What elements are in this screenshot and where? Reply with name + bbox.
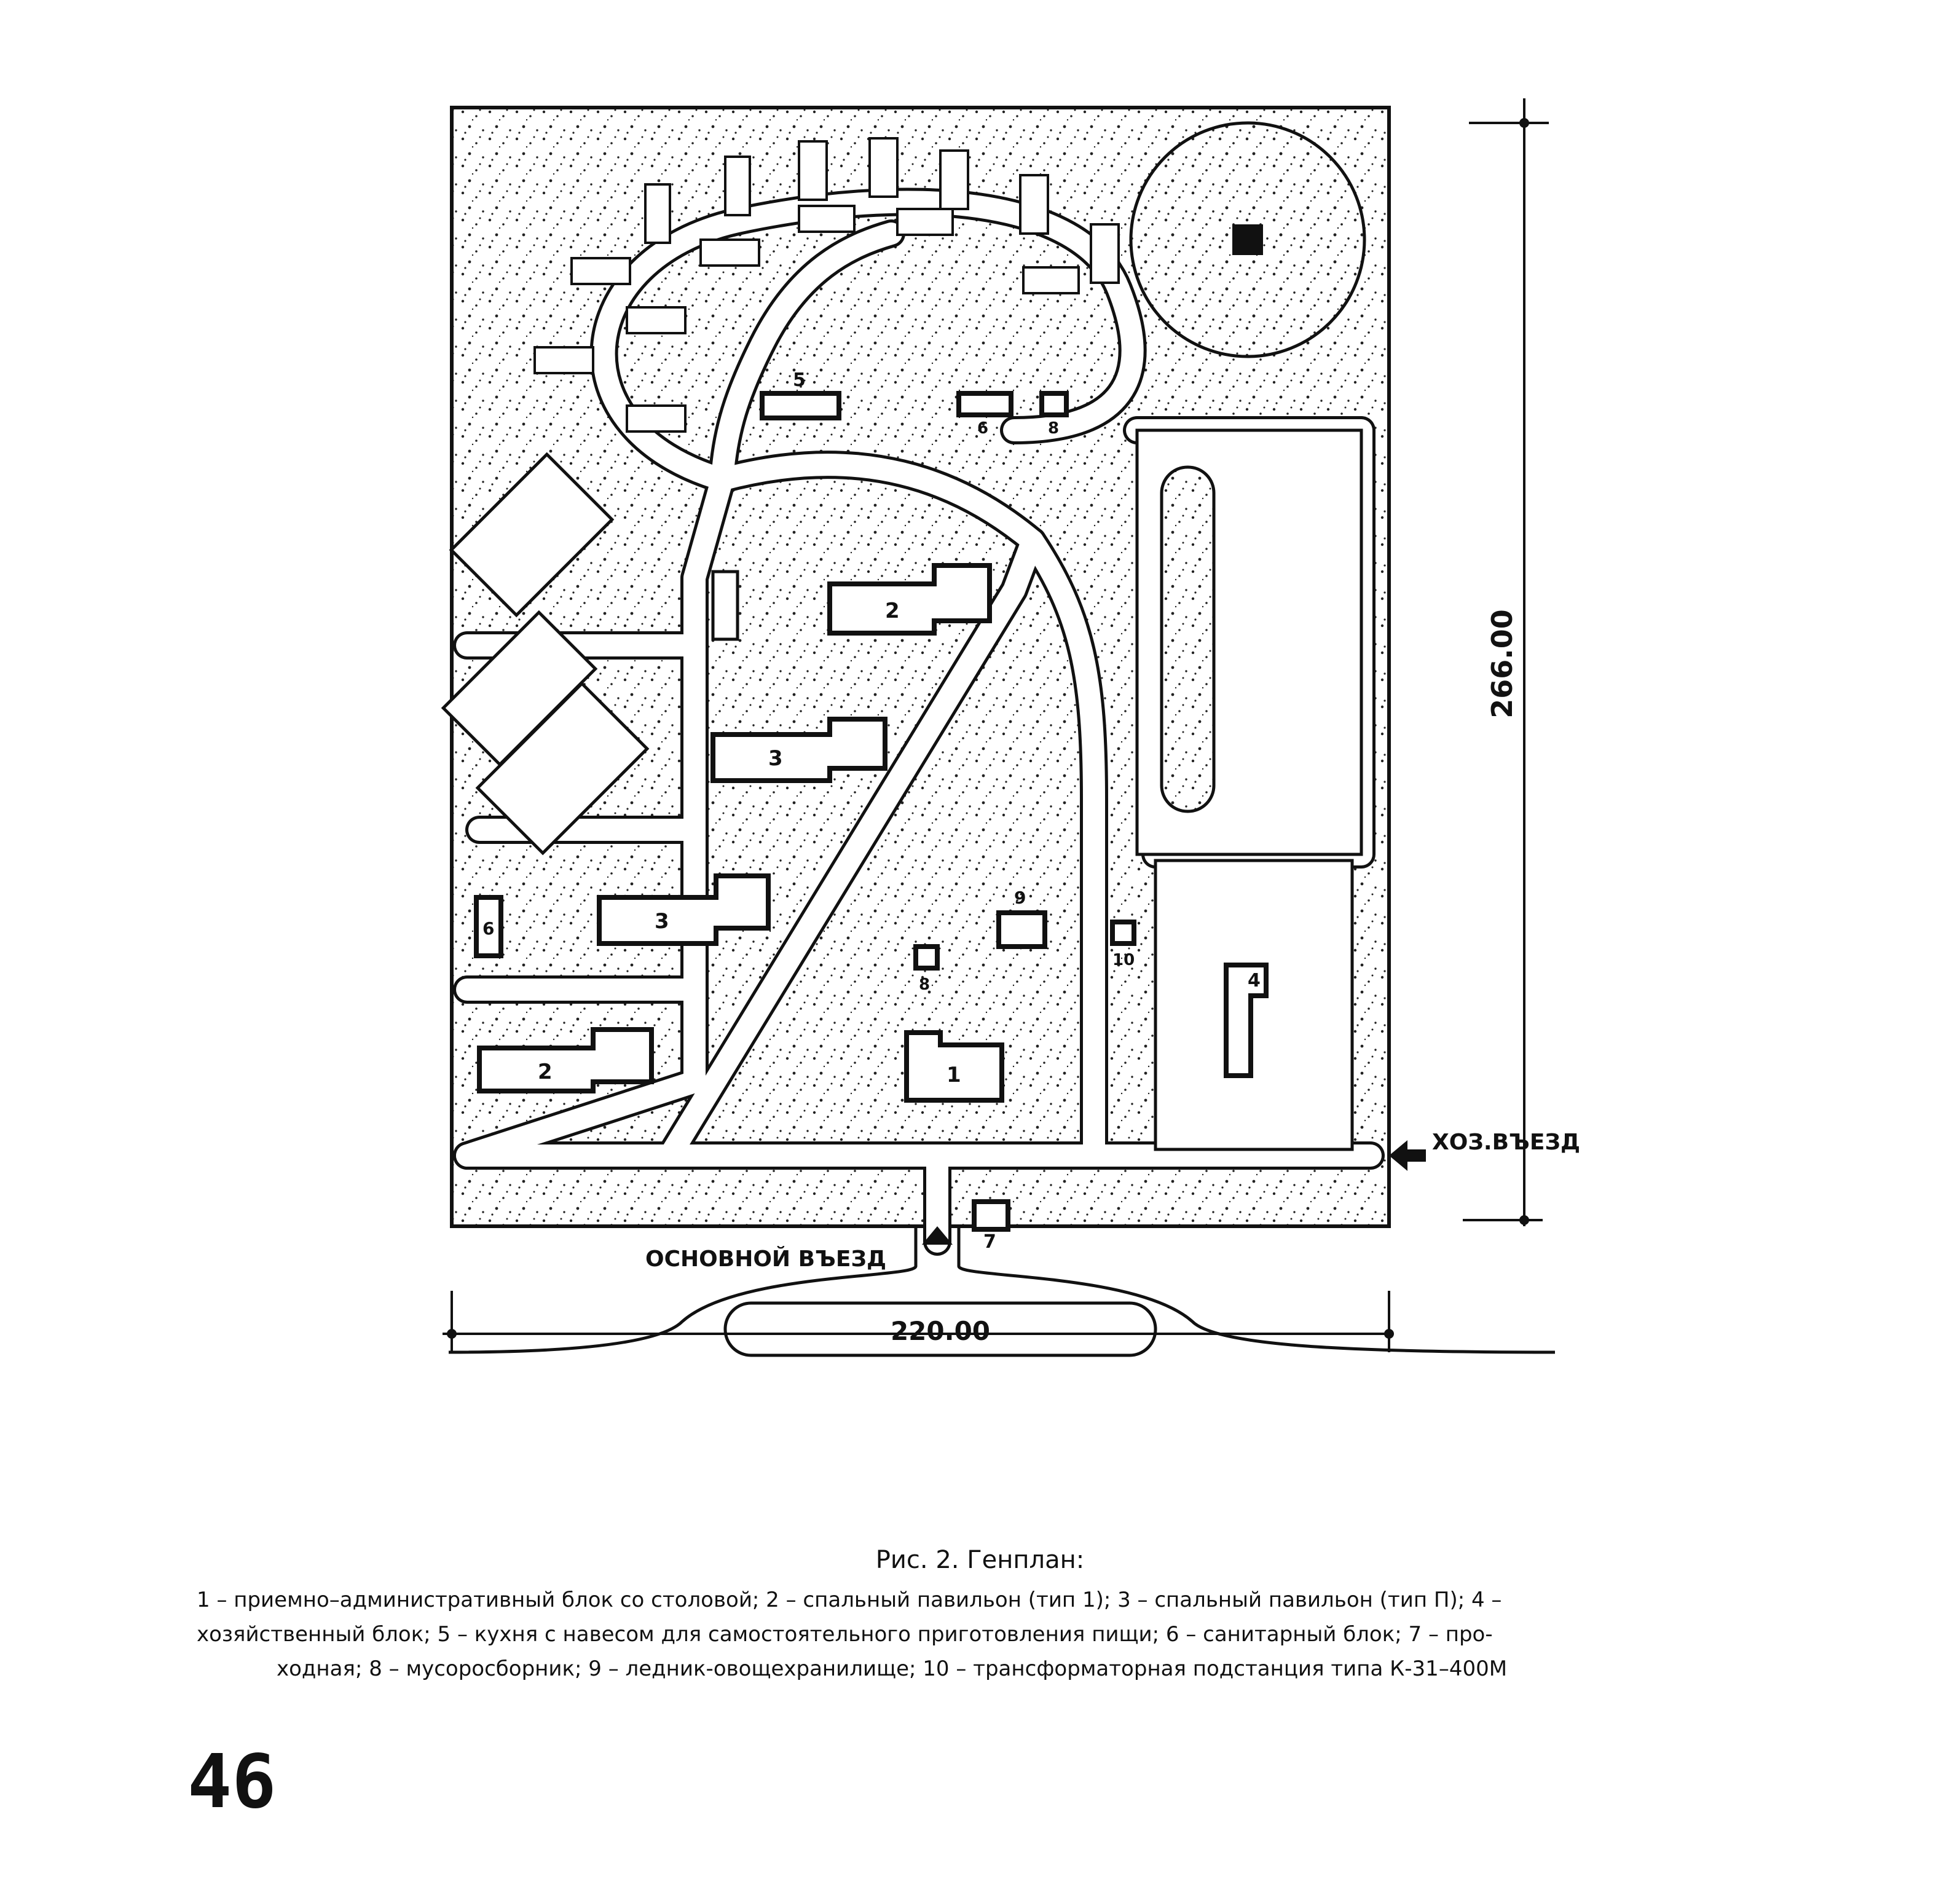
buildings	[474, 391, 1269, 1232]
building-labels: 5 6 8 2 3 3 6 2 1 9 8 10 4 7	[482, 369, 1261, 1253]
building-8-lower	[913, 944, 940, 971]
label-b3-lower: 3	[655, 909, 669, 934]
label-b4: 4	[1248, 970, 1261, 991]
legend-line-1: 1 – приемно–административный блок со сто…	[197, 1588, 1502, 1612]
legend-line-2: хозяйственный блок; 5 – кухня с навесом …	[197, 1622, 1493, 1647]
building-1	[904, 1030, 1004, 1103]
figure-title: Рис. 2. Генплан:	[875, 1546, 1085, 1574]
label-b8-lower: 8	[919, 975, 930, 994]
building-7	[972, 1199, 1010, 1232]
building-8-top	[1039, 391, 1069, 417]
legend-line-3: ходная; 8 – мусоросборник; 9 – ледник-ов…	[277, 1657, 1508, 1681]
entrance-road	[448, 1226, 1556, 1357]
building-4	[1224, 963, 1269, 1078]
service-yard-lower	[1154, 859, 1354, 1151]
service-entrance-arrow	[1389, 1140, 1407, 1171]
label-b2-lower: 2	[538, 1060, 553, 1084]
building-10	[1110, 920, 1136, 946]
dimension-lines	[443, 98, 1549, 1352]
round-ground-pavilion	[1232, 224, 1263, 255]
label-b9: 9	[1014, 888, 1026, 908]
building-6-top	[956, 391, 1013, 417]
cottages	[533, 137, 1120, 433]
building-9	[996, 910, 1047, 949]
label-b3-upper: 3	[768, 746, 783, 771]
label-b2-upper: 2	[885, 599, 900, 623]
label-b8-top: 8	[1048, 419, 1059, 438]
main-entrance-arrow	[922, 1226, 953, 1245]
parking-island	[1160, 465, 1216, 813]
label-b5: 5	[793, 369, 806, 391]
label-b7: 7	[983, 1231, 996, 1253]
label-b1: 1	[947, 1063, 961, 1087]
main-entrance-label: ОСНОВНОЙ ВЪЕЗД	[645, 1246, 886, 1272]
building-5	[760, 391, 841, 420]
label-b6-lower: 6	[482, 918, 494, 939]
building-6-lower	[474, 895, 503, 958]
building-2-lower	[477, 1027, 654, 1093]
page-number: 46	[187, 1739, 277, 1825]
service-entrance-label: ХОЗ.ВЪЕЗД	[1432, 1130, 1580, 1155]
dimension-width-label: 220.00	[891, 1316, 990, 1346]
site-plan-drawing: 5 6 8 2 3 3 6 2 1 9 8 10 4 7 266.00 220.…	[441, 98, 1580, 1357]
dimension-height-label: 266.00	[1486, 609, 1519, 719]
building-3-upper	[710, 717, 888, 783]
label-b6-top: 6	[977, 419, 988, 438]
building-3-lower	[597, 873, 771, 946]
label-b10: 10	[1112, 951, 1135, 969]
building-2-upper	[827, 563, 992, 636]
sports-courts	[441, 452, 650, 856]
